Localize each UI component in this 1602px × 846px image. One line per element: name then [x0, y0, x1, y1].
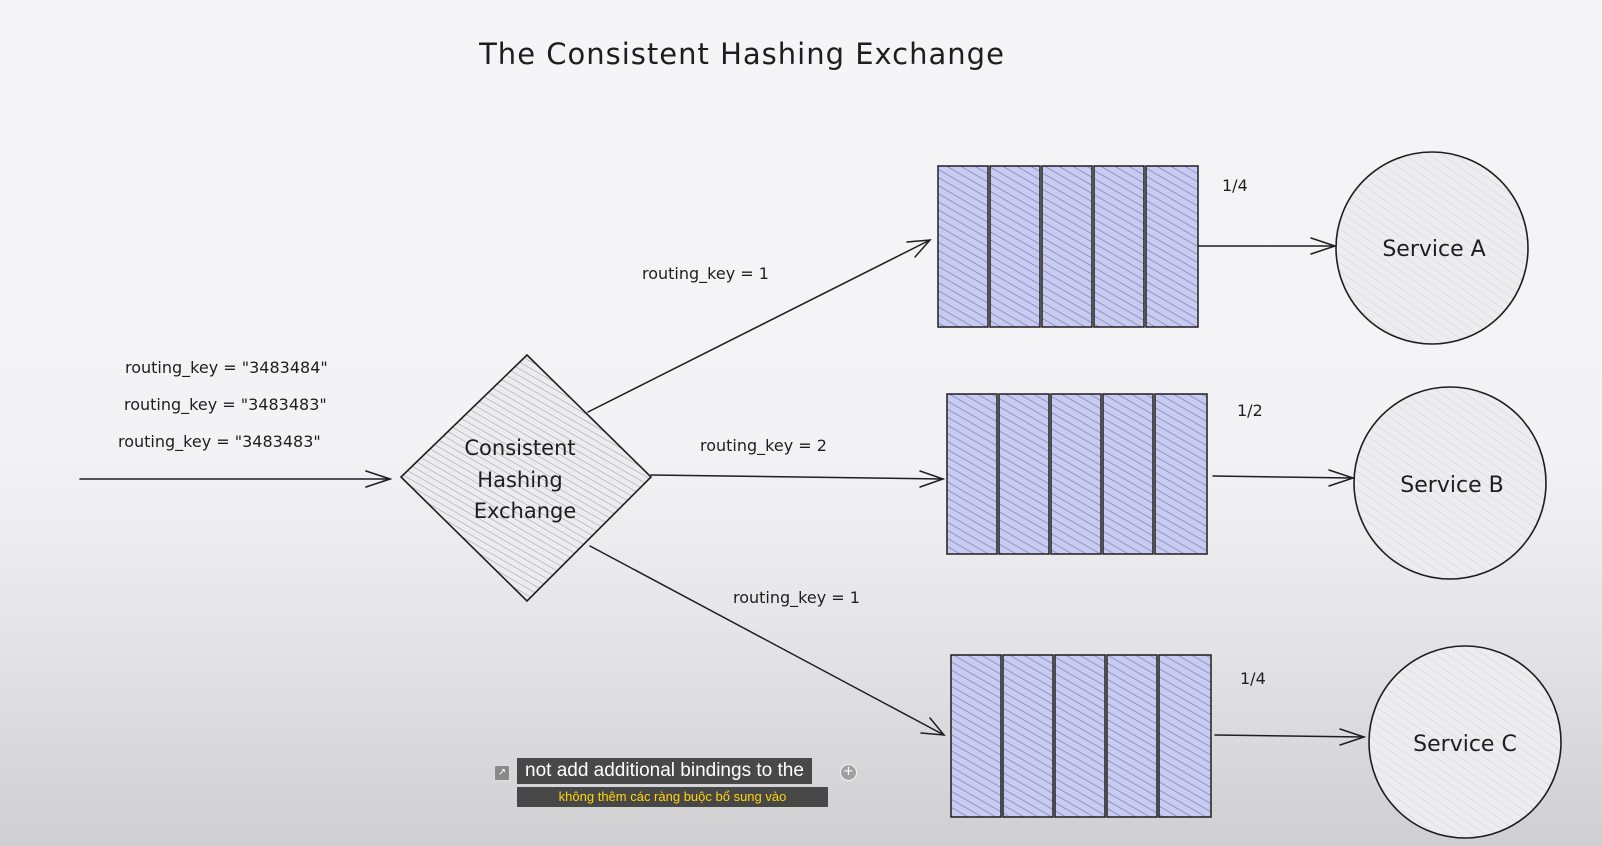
- service-a-label: Service A: [1382, 237, 1485, 262]
- service-arrow-a: [1198, 237, 1338, 255]
- service-b: Service B: [1353, 386, 1547, 580]
- service-c: Service C: [1368, 645, 1562, 839]
- exchange-label-line-3: Exchange: [474, 499, 577, 523]
- service-arrow-c: [1214, 728, 1367, 746]
- subtitle-translation: không thêm các ràng buộc bổ sung vào: [517, 787, 828, 807]
- fraction-b: 1/2: [1237, 401, 1263, 420]
- binding-arrow-b: [650, 470, 946, 488]
- service-a: Service A: [1335, 151, 1529, 345]
- input-routing-key-2: routing_key = "3483483": [124, 395, 327, 415]
- binding-arrow-c: [589, 545, 946, 736]
- service-arrow-b: [1212, 469, 1356, 487]
- exchange-label-line-2: Hashing: [477, 468, 562, 492]
- add-circle-icon[interactable]: +: [840, 764, 857, 781]
- diagram-title: The Consistent Hashing Exchange: [478, 37, 1005, 71]
- exchange-label-line-1: Consistent: [464, 436, 575, 460]
- binding-label-b: routing_key = 2: [700, 436, 827, 456]
- input-routing-key-3: routing_key = "3483483": [118, 432, 321, 452]
- queue-a: [937, 165, 1199, 328]
- binding-label-c: routing_key = 1: [733, 588, 860, 608]
- queue-c: [950, 654, 1212, 818]
- subtitle-line: not add additional bindings to the: [517, 758, 812, 784]
- input-routing-key-1: routing_key = "3483484": [125, 358, 328, 378]
- expand-icon[interactable]: ↗: [494, 765, 510, 781]
- exchange-node: Consistent Hashing Exchange: [399, 353, 653, 603]
- incoming-arrow: [79, 470, 393, 488]
- binding-arrow-a: [587, 239, 932, 413]
- subtitle-overlay: ↗ not add additional bindings to the + k…: [0, 758, 1602, 818]
- fraction-c: 1/4: [1240, 669, 1266, 688]
- service-b-label: Service B: [1400, 473, 1503, 498]
- binding-label-a: routing_key = 1: [642, 264, 769, 284]
- queue-b: [946, 393, 1208, 555]
- service-c-label: Service C: [1413, 732, 1517, 757]
- fraction-a: 1/4: [1222, 176, 1248, 195]
